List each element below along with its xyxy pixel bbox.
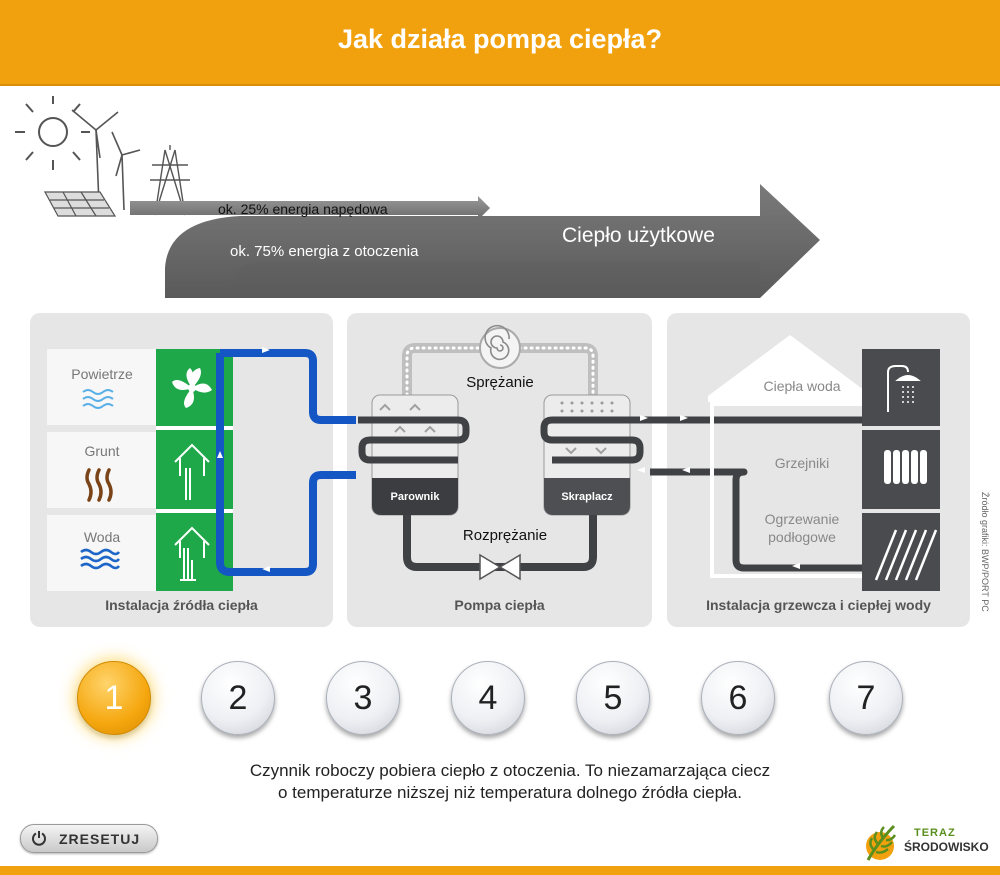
heat-pump-diagram bbox=[15, 96, 970, 627]
fan-icon bbox=[172, 368, 212, 408]
source-pipe-loop bbox=[216, 349, 356, 576]
shower-icon bbox=[887, 365, 921, 412]
water-icon bbox=[80, 548, 121, 570]
evaporator bbox=[358, 394, 470, 516]
source-label-air: Powietrze bbox=[71, 366, 133, 382]
footer-bar bbox=[0, 866, 1000, 875]
expansion-valve-icon bbox=[479, 553, 521, 581]
solar-panel-icon bbox=[43, 191, 117, 217]
step-button-1[interactable]: 1 bbox=[77, 661, 151, 735]
step-description-line2: o temperaturze niższej niż temperatura d… bbox=[278, 783, 742, 802]
renewable-energy-illustration bbox=[15, 96, 190, 217]
drive-energy-arrow bbox=[130, 196, 490, 220]
step-button-2[interactable]: 2 bbox=[201, 661, 275, 735]
radiator-icon bbox=[884, 450, 927, 484]
ground-icon bbox=[85, 468, 113, 502]
heating-label-floor-line2: podłogowe bbox=[768, 529, 836, 545]
step-button-4[interactable]: 4 bbox=[451, 661, 525, 735]
compressor-icon bbox=[479, 324, 521, 369]
source-label-water: Woda bbox=[83, 529, 121, 545]
source-label-ground: Grunt bbox=[84, 443, 120, 459]
heating-label-floor-line1: Ogrzewanie bbox=[764, 511, 840, 527]
heating-panel-title: Instalacja grzewcza i ciepłej wody bbox=[706, 597, 931, 613]
logo-text-line2: ŚRODOWISKO bbox=[904, 840, 989, 854]
sun-icon bbox=[15, 96, 90, 170]
heating-label-radiators: Grzejniki bbox=[774, 455, 830, 471]
pump-panel bbox=[347, 313, 652, 627]
step-button-5[interactable]: 5 bbox=[576, 661, 650, 735]
drive-energy-label: ok. 25% energia napędowa bbox=[218, 201, 388, 217]
image-source-credit: Źródło grafiki: BWP/PORT PC bbox=[980, 492, 990, 612]
ambient-energy-label: ok. 75% energia z otoczenia bbox=[230, 243, 419, 260]
leaf-globe-icon bbox=[866, 824, 897, 861]
power-icon bbox=[32, 831, 46, 846]
step-description-line1: Czynnik roboczy pobiera ciepło z otoczen… bbox=[249, 761, 771, 780]
ground-probe-icon bbox=[174, 443, 210, 500]
source-panel-title: Instalacja źródła ciepła bbox=[105, 597, 258, 613]
air-icon bbox=[82, 389, 114, 409]
step-button-3[interactable]: 3 bbox=[326, 661, 400, 735]
water-well-icon bbox=[174, 526, 210, 581]
ambient-energy-arrow bbox=[165, 184, 820, 298]
house-outline bbox=[708, 335, 872, 578]
logo-text-line1: TERAZ bbox=[914, 827, 956, 839]
page-title: Jak działa pompa ciepła? bbox=[337, 24, 663, 54]
expansion-label: Rozprężanie bbox=[462, 527, 548, 544]
pump-panel-title: Pompa ciepła bbox=[454, 597, 545, 613]
logo: TERAZ ŚRODOWISKO bbox=[858, 820, 993, 864]
step-button-6[interactable]: 6 bbox=[701, 661, 775, 735]
floor-heating-icon bbox=[874, 529, 938, 581]
step-button-7[interactable]: 7 bbox=[829, 661, 903, 735]
evaporator-label: Parownik bbox=[390, 491, 440, 503]
reset-label: ZRESETUJ bbox=[59, 831, 141, 847]
compression-label: Sprężanie bbox=[466, 374, 534, 391]
condenser-label: Skraplacz bbox=[561, 491, 613, 503]
condenser bbox=[540, 394, 650, 516]
header-bar: Jak działa pompa ciepła? bbox=[0, 0, 1000, 86]
step-description: Czynnik roboczy pobiera ciepło z otoczen… bbox=[150, 760, 870, 804]
useful-heat-label: Ciepło użytkowe bbox=[562, 224, 715, 247]
reset-button[interactable]: ZRESETUJ bbox=[20, 824, 158, 853]
heating-label-hot-water: Ciepła woda bbox=[763, 378, 841, 394]
